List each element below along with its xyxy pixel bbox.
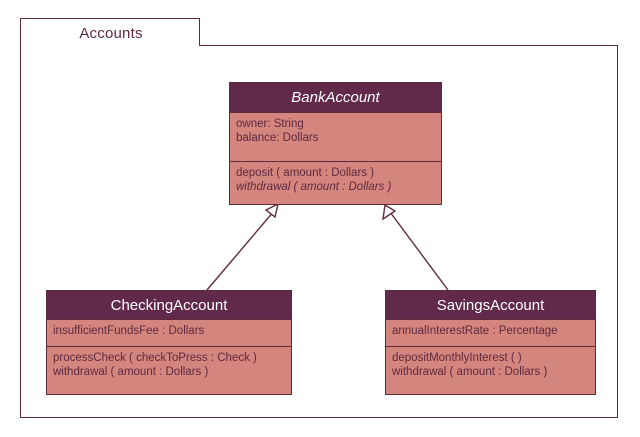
attribute-row: annualInterestRate : Percentage [392, 325, 558, 337]
class-box-savingsaccount[interactable]: SavingsAccount annualInterestRate : Perc… [385, 290, 596, 395]
operation-row: processCheck ( checkToPress : Check ) [53, 352, 257, 364]
attribute-row: insufficientFundsFee : Dollars [53, 325, 205, 337]
attributes-compartment-bankaccount: owner: String balance: Dollars [230, 112, 441, 161]
attribute-row: owner: String [236, 118, 304, 130]
operation-row: withdrawal ( amount : Dollars ) [392, 366, 548, 378]
operation-row: deposit ( amount : Dollars ) [236, 167, 375, 179]
class-box-checkingaccount[interactable]: CheckingAccount insufficientFundsFee : D… [46, 290, 292, 395]
package-name-label: Accounts [79, 25, 143, 42]
operations-compartment-checkingaccount: processCheck ( checkToPress : Check ) wi… [47, 346, 291, 396]
operation-row: withdrawal ( amount : Dollars ) [53, 366, 209, 378]
package-tab[interactable]: Accounts [20, 18, 200, 46]
class-name-checkingaccount: CheckingAccount [47, 291, 291, 319]
attributes-compartment-savingsaccount: annualInterestRate : Percentage [386, 319, 595, 346]
operation-row: depositMonthlyInterest ( ) [392, 352, 522, 364]
operation-row-abstract: withdrawal ( amount : Dollars ) [236, 181, 392, 193]
operations-compartment-bankaccount: deposit ( amount : Dollars ) withdrawal … [230, 161, 441, 206]
operations-compartment-savingsaccount: depositMonthlyInterest ( ) withdrawal ( … [386, 346, 595, 396]
attribute-row: balance: Dollars [236, 132, 319, 144]
class-box-bankaccount[interactable]: BankAccount owner: String balance: Dolla… [229, 82, 442, 205]
class-name-bankaccount: BankAccount [230, 83, 441, 112]
class-name-savingsaccount: SavingsAccount [386, 291, 595, 319]
attributes-compartment-checkingaccount: insufficientFundsFee : Dollars [47, 319, 291, 346]
